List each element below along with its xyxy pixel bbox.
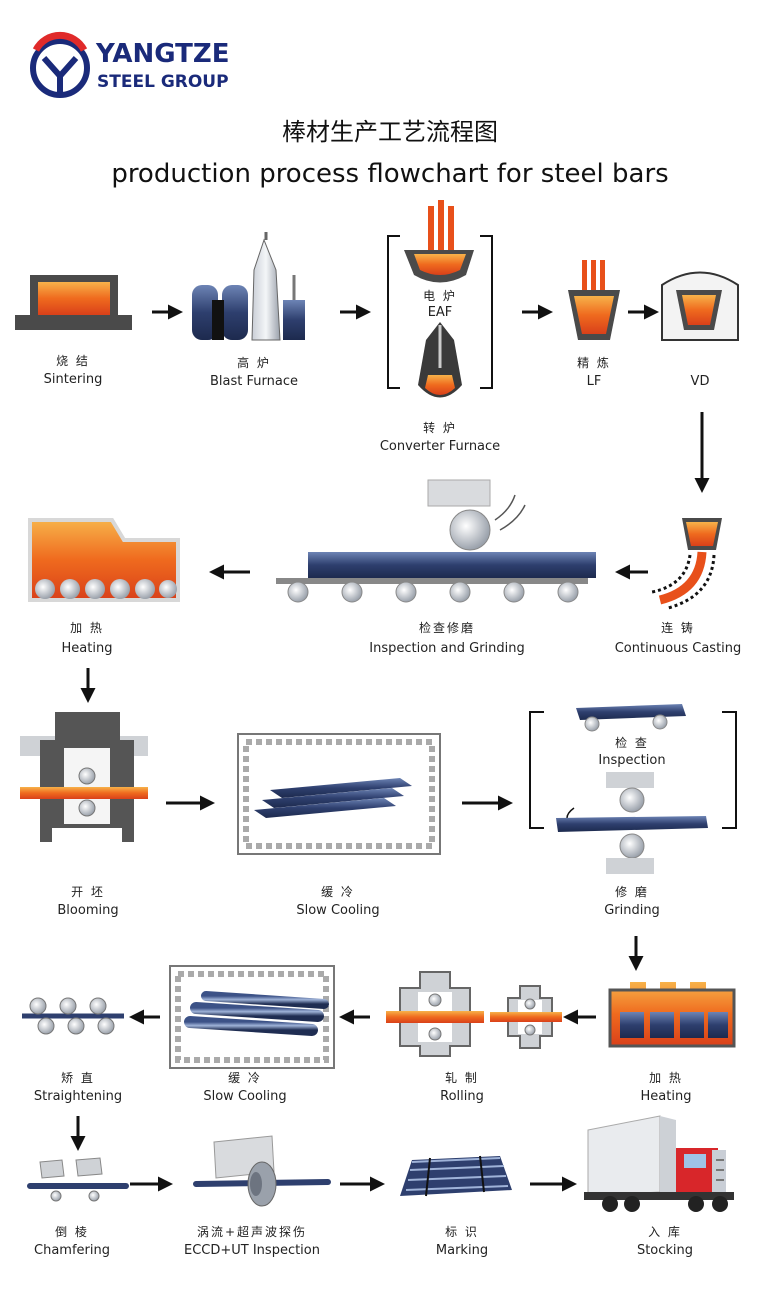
insp-grind-label-en: Inspection and Grinding	[369, 641, 525, 656]
slowcool2-label-zh: 缓 冷	[228, 1071, 262, 1085]
blast-label-en: Blast Furnace	[210, 374, 298, 389]
straighten-label-en: Straightening	[34, 1089, 122, 1104]
inspection-label-en: Inspection	[598, 753, 665, 768]
marking-label-en: Marking	[436, 1243, 488, 1258]
inspection-grinding-icon	[276, 479, 596, 603]
eaf-label-zh: 电 炉	[423, 289, 457, 303]
insp-grind-label-zh: 检查修磨	[419, 620, 475, 635]
lf-icon	[568, 260, 620, 340]
grinding-label-en: Grinding	[604, 903, 660, 918]
casting-label-zh: 连 铸	[661, 620, 695, 635]
page-title-en: production process flowchart for steel b…	[111, 159, 668, 189]
slowcool2-label-en: Slow Cooling	[203, 1089, 286, 1104]
casting-label-en: Continuous Casting	[615, 641, 742, 656]
heating2-label-zh: 加 热	[649, 1071, 683, 1085]
heating2-label-en: Heating	[641, 1089, 692, 1104]
sintering-label-en: Sintering	[44, 372, 103, 387]
converter-label-en: Converter Furnace	[380, 439, 500, 454]
grinding-icon	[556, 772, 708, 874]
logo-ring-icon	[30, 38, 90, 98]
page-title-zh: 棒材生产工艺流程图	[282, 118, 498, 146]
logo-arc-icon	[32, 31, 88, 52]
slowcool1-label-en: Slow Cooling	[296, 903, 379, 918]
continuous-casting-icon	[651, 518, 722, 610]
bracket-right-1	[480, 235, 493, 389]
eaf-label-en: EAF	[428, 305, 453, 320]
truck-icon	[584, 1115, 734, 1212]
grinding-label-zh: 修 磨	[615, 884, 649, 899]
eccd-label-zh: 涡流+超声波探伤	[197, 1224, 307, 1239]
blast-furnace-icon	[192, 232, 305, 341]
straightening-icon	[22, 997, 124, 1035]
stocking-label-en: Stocking	[637, 1243, 693, 1258]
rolling-label-zh: 轧 制	[445, 1071, 479, 1085]
lf-label-en: LF	[587, 374, 602, 389]
sintering-icon	[15, 275, 132, 330]
vd-label: VD	[691, 374, 710, 389]
rolling-mill-icon	[386, 971, 562, 1057]
converter-label-zh: 转 炉	[423, 420, 457, 435]
eccd-label-en: ECCD+UT Inspection	[184, 1243, 320, 1258]
brand-logo: YANGTZE STEEL GROUP	[30, 31, 229, 98]
inspection-icon	[576, 704, 686, 732]
chamfer-label-en: Chamfering	[34, 1243, 110, 1258]
eaf-icon	[404, 200, 474, 283]
heating-furnace-icon	[28, 518, 180, 602]
rolling-label-en: Rolling	[440, 1089, 484, 1104]
chamfer-label-zh: 倒 棱	[55, 1224, 89, 1239]
heating-furnace-2-icon	[608, 982, 736, 1048]
stocking-label-zh: 入 库	[648, 1224, 682, 1239]
marking-bundle-icon	[400, 1155, 512, 1197]
chamfering-icon	[27, 1157, 129, 1202]
converter-icon	[418, 322, 462, 398]
eccd-ut-icon	[193, 1135, 331, 1207]
blooming-mill-icon	[20, 712, 148, 842]
heating1-label-zh: 加 热	[70, 621, 104, 635]
blooming-label-en: Blooming	[57, 903, 118, 918]
slow-cooling-pit-2-icon	[169, 965, 335, 1069]
sintering-label-zh: 烧 结	[56, 354, 90, 368]
blast-label-zh: 高 炉	[237, 355, 271, 370]
vd-icon	[661, 271, 739, 341]
heating1-label-en: Heating	[62, 641, 113, 656]
marking-label-zh: 标 识	[445, 1225, 479, 1239]
bracket-left-2	[529, 711, 544, 829]
slowcool1-label-zh: 缓 冷	[321, 885, 355, 899]
straighten-label-zh: 矫 直	[61, 1070, 95, 1085]
inspection-label-zh: 检 查	[615, 735, 649, 750]
bracket-right-2	[722, 711, 737, 829]
brand-subtitle: STEEL GROUP	[97, 72, 229, 92]
blooming-label-zh: 开 坯	[71, 885, 105, 899]
slow-cooling-pit-icon	[237, 733, 441, 855]
bracket-left-1	[387, 235, 400, 389]
lf-label-zh: 精 炼	[577, 355, 611, 370]
logo-y-icon	[41, 56, 79, 94]
brand-name: YANGTZE	[95, 39, 229, 69]
